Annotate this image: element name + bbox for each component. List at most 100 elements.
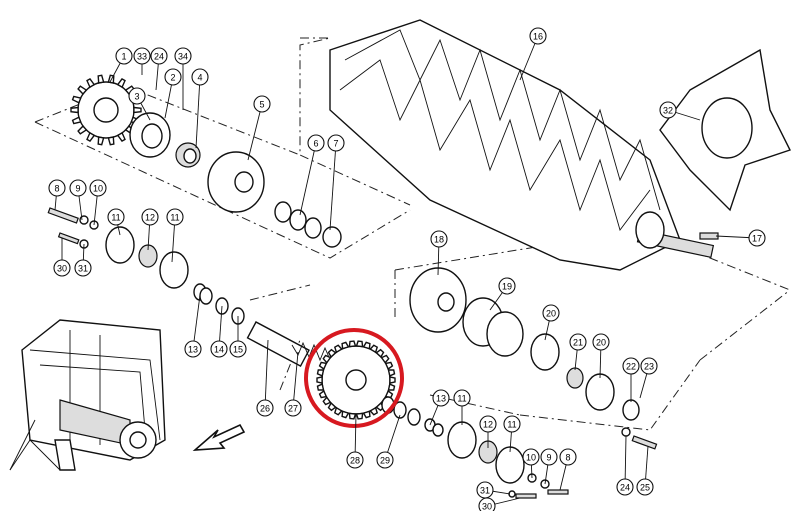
gear-tooth xyxy=(322,354,332,364)
callout-label: 20 xyxy=(546,309,556,319)
rotor-tines xyxy=(329,19,715,271)
gear-tooth xyxy=(333,406,343,416)
callout-circle xyxy=(74,259,92,277)
gear-tooth xyxy=(97,74,105,84)
callout-label: 23 xyxy=(644,362,654,372)
gear-tooth xyxy=(97,136,105,146)
callout-label: 10 xyxy=(526,453,536,463)
gear-tooth xyxy=(375,348,385,359)
highlight-circle xyxy=(304,328,404,428)
callout-circle xyxy=(376,451,394,469)
gear-tooth xyxy=(389,376,396,384)
callout-31: 31 xyxy=(476,481,494,499)
callout-label: 2 xyxy=(170,73,175,83)
callout-10: 10 xyxy=(522,448,540,466)
callout-circle xyxy=(636,478,654,496)
callout-circle xyxy=(592,333,610,351)
gear-tooth xyxy=(355,340,364,348)
callout-circle xyxy=(659,101,677,119)
callout-1: 1 xyxy=(115,47,133,65)
callout-4: 4 xyxy=(191,68,209,86)
callout-circle xyxy=(542,304,560,322)
callout-circle xyxy=(522,448,540,466)
callout-circle xyxy=(748,229,766,247)
callout-label: 8 xyxy=(565,453,570,463)
callout-label: 11 xyxy=(111,213,120,223)
leader-line xyxy=(299,142,317,216)
callout-11: 11 xyxy=(166,208,184,226)
gear-tooth xyxy=(77,85,88,96)
callout-label: 8 xyxy=(54,184,59,194)
callout-label: 11 xyxy=(170,213,179,223)
bolt-right xyxy=(621,427,658,450)
gear-tooth xyxy=(348,412,357,420)
gear-tooth xyxy=(362,341,371,350)
callout-21: 21 xyxy=(569,333,587,351)
callout-label: 27 xyxy=(288,404,298,414)
callout-label: 29 xyxy=(380,456,390,466)
callout-circle xyxy=(253,95,271,113)
callout-label: 32 xyxy=(663,106,673,116)
callout-label: 11 xyxy=(507,420,516,430)
leader-line xyxy=(247,103,263,161)
washers-upper xyxy=(274,201,342,248)
callout-circle xyxy=(569,333,587,351)
gear-tooth xyxy=(116,131,126,143)
callout-label: 30 xyxy=(57,264,67,274)
gear-tooth xyxy=(71,116,82,125)
callout-label: 11 xyxy=(457,394,466,404)
leader-line xyxy=(292,351,299,409)
callout-14: 14 xyxy=(210,340,228,358)
callout-9: 9 xyxy=(540,448,558,466)
bolt-set-left xyxy=(47,207,99,249)
callout-22: 22 xyxy=(622,357,640,375)
gear-tooth xyxy=(71,95,82,104)
callout-7: 7 xyxy=(327,134,345,152)
gear-tooth xyxy=(316,383,325,391)
callout-circle xyxy=(164,68,182,86)
leader-line xyxy=(192,294,201,350)
callout-circle xyxy=(53,259,71,277)
gear-tooth xyxy=(316,369,325,377)
callout-label: 6 xyxy=(313,139,318,149)
gear-tooth xyxy=(341,341,350,350)
callout-label: 33 xyxy=(137,52,147,62)
callout-29: 29 xyxy=(376,451,394,469)
callout-label: 16 xyxy=(533,32,543,42)
drive-disc-right xyxy=(409,267,640,421)
callout-12: 12 xyxy=(479,415,497,433)
gear-tooth xyxy=(86,131,96,143)
callout-circle xyxy=(89,179,107,197)
callout-circle xyxy=(616,478,634,496)
callout-circle xyxy=(174,47,192,65)
callout-label: 34 xyxy=(178,52,188,62)
hub-disc xyxy=(207,151,265,213)
callout-circle xyxy=(150,47,168,65)
gear-tooth xyxy=(116,77,126,89)
callout-13: 13 xyxy=(432,389,450,407)
spring-washers-left xyxy=(193,283,245,325)
callout-circle xyxy=(479,415,497,433)
callout-label: 12 xyxy=(145,213,155,223)
callout-label: 19 xyxy=(502,282,512,292)
callout-label: 31 xyxy=(480,486,490,496)
callout-32: 32 xyxy=(659,101,677,119)
gear-tooth xyxy=(327,348,337,359)
callout-circle xyxy=(128,87,146,105)
gear-tooth xyxy=(86,77,96,89)
callout-label: 10 xyxy=(93,184,103,194)
callout-label: 24 xyxy=(154,52,164,62)
callout-circle xyxy=(133,47,151,65)
callout-circle xyxy=(284,399,302,417)
gear-tooth xyxy=(77,124,88,135)
gear-tooth xyxy=(380,354,390,364)
callout-label: 13 xyxy=(188,345,198,355)
callout-8: 8 xyxy=(559,448,577,466)
direction-arrow xyxy=(192,423,246,451)
star-disc xyxy=(659,48,791,212)
callout-11: 11 xyxy=(503,415,521,433)
callout-label: 7 xyxy=(333,139,338,149)
